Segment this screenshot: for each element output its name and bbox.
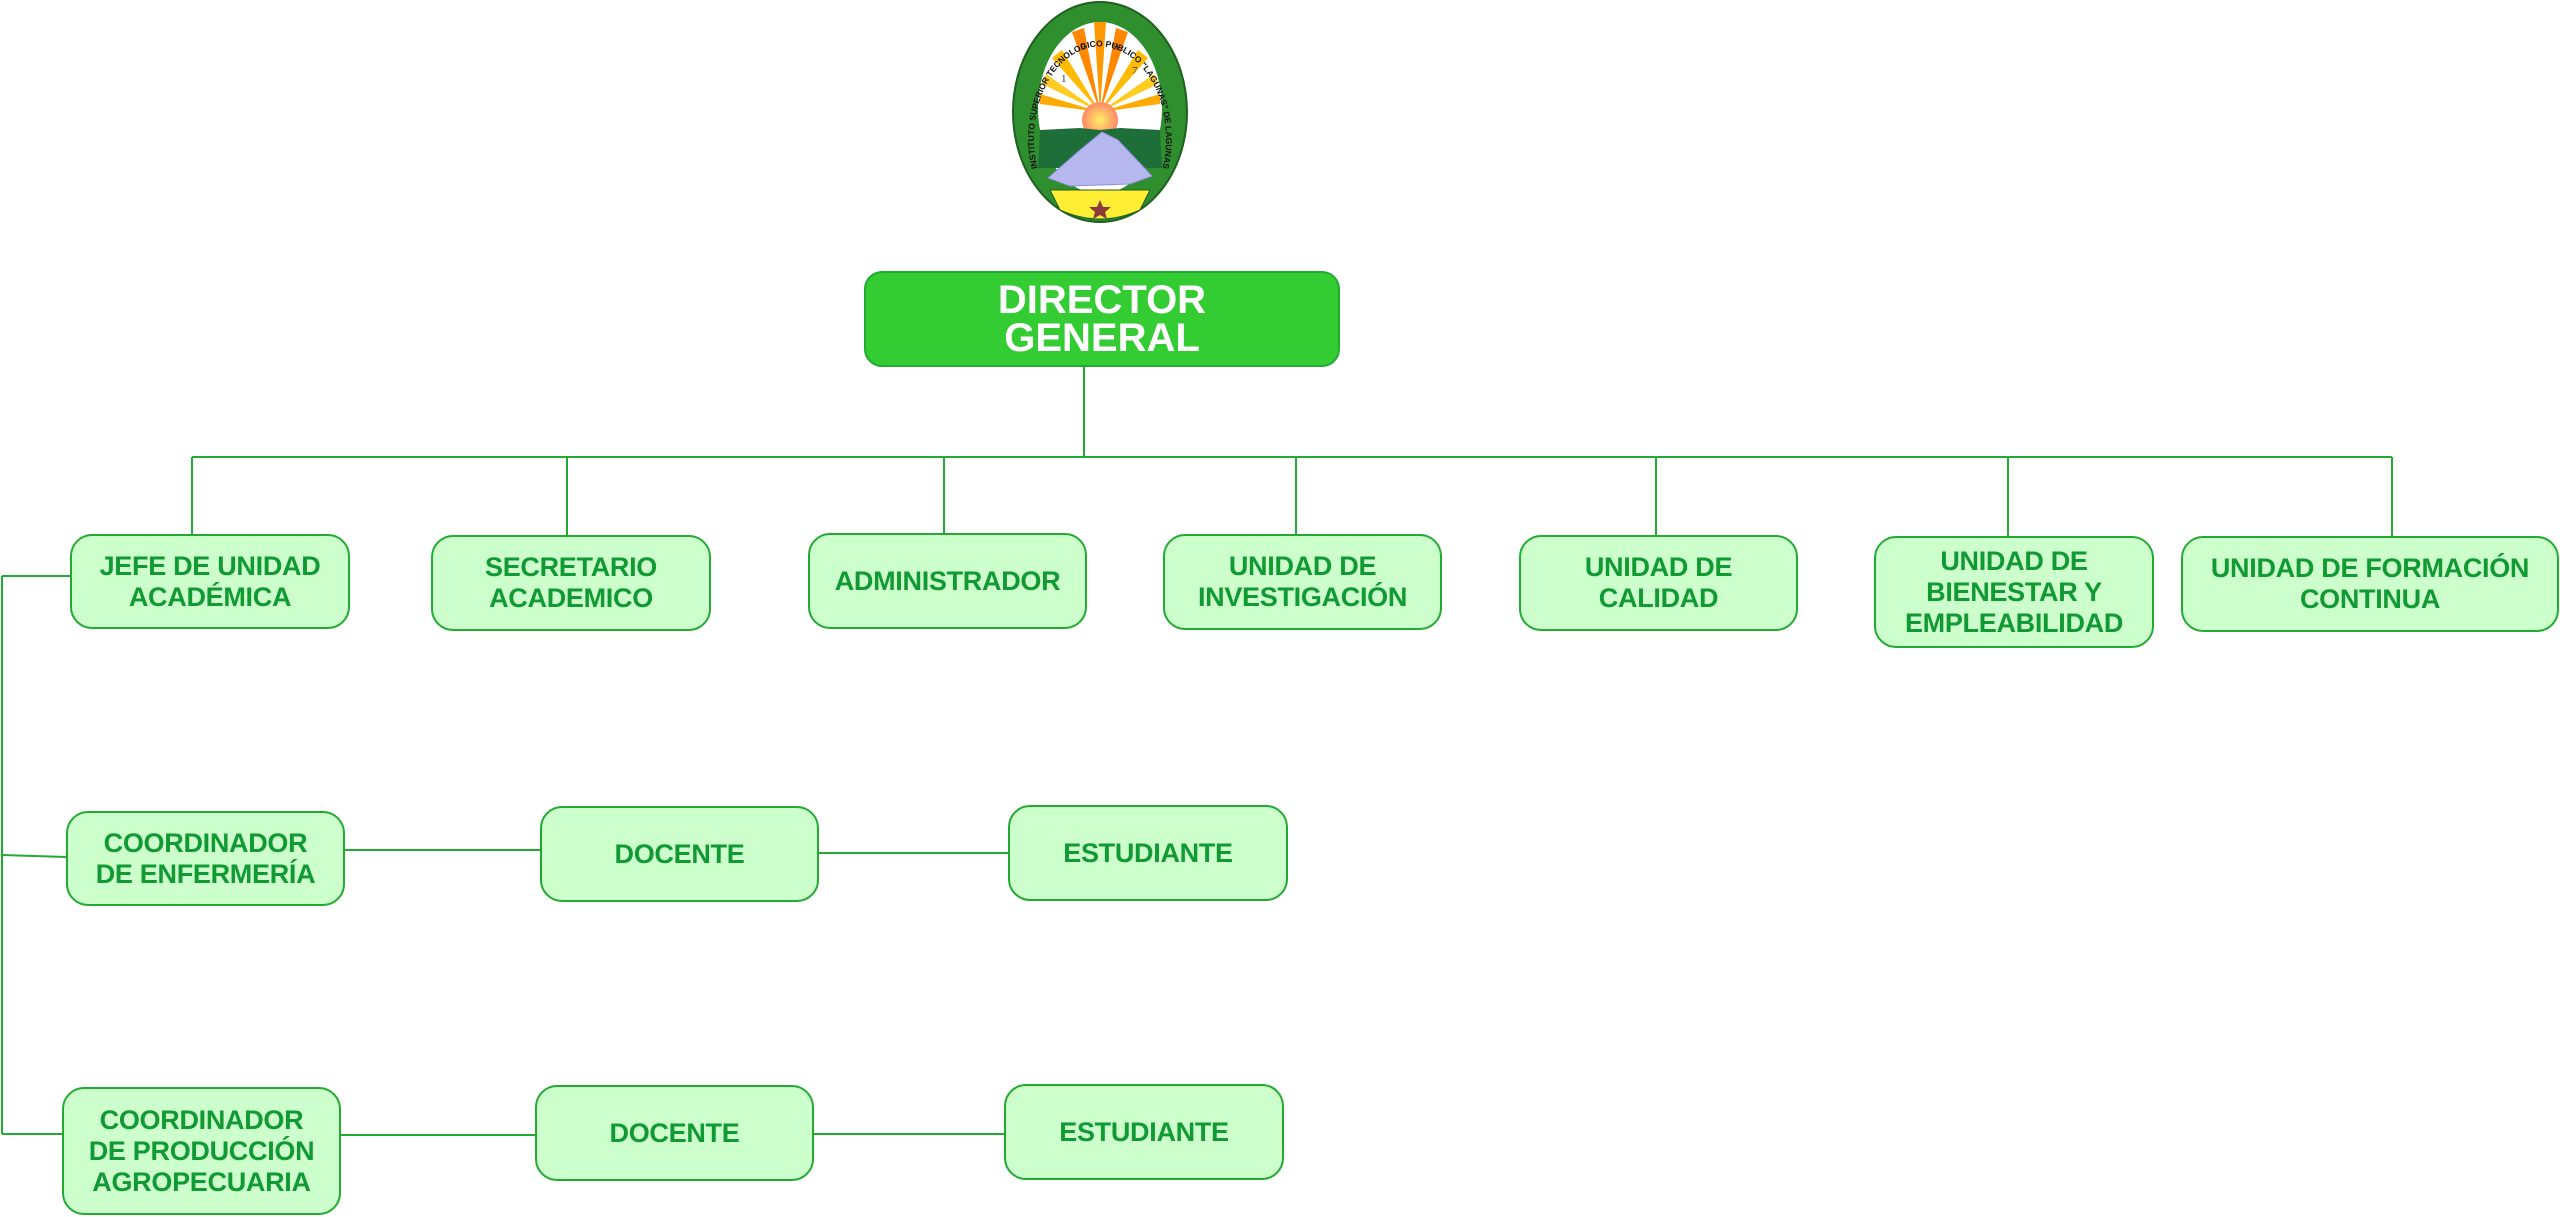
node-estudiante-produccion[interactable]: ESTUDIANTE — [1004, 1084, 1284, 1180]
sun-icon — [1082, 102, 1118, 138]
node-docente-produccion[interactable]: DOCENTE — [535, 1085, 814, 1181]
institution-seal-logo: 1 9 9 7 INSTITUTO SUPERIOR TECNOLOGICO P… — [1012, 1, 1188, 223]
svg-text:1: 1 — [1061, 73, 1067, 85]
sun-rays — [1040, 22, 1160, 112]
node-secretario-academico[interactable]: SECRETARIO ACADEMICO — [431, 535, 711, 631]
node-coordinador-produccion-agropecuaria[interactable]: COORDINADOR DE PRODUCCIÓN AGROPECUARIA — [62, 1087, 341, 1215]
svg-text:9: 9 — [1080, 41, 1086, 53]
node-unidad-bienestar-empleabilidad[interactable]: UNIDAD DE BIENESTAR Y EMPLEABILIDAD — [1874, 536, 2154, 648]
mountain-water — [1047, 131, 1153, 187]
node-jefe-unidad-academica[interactable]: JEFE DE UNIDAD ACADÉMICA — [70, 534, 350, 629]
node-estudiante-enfermeria[interactable]: ESTUDIANTE — [1008, 805, 1288, 901]
node-director-general[interactable]: DIRECTOR GENERAL — [864, 271, 1340, 367]
node-unidad-formacion-continua[interactable]: UNIDAD DE FORMACIÓN CONTINUA — [2181, 536, 2559, 632]
node-unidad-investigacion[interactable]: UNIDAD DE INVESTIGACIÓN — [1163, 534, 1442, 630]
connector-to-coord-enfermeria — [1, 854, 67, 858]
star-icon — [1089, 200, 1111, 219]
svg-text:7: 7 — [1132, 65, 1138, 77]
node-administrador[interactable]: ADMINISTRADOR — [808, 533, 1087, 629]
svg-text:9: 9 — [1113, 41, 1119, 53]
node-docente-enfermeria[interactable]: DOCENTE — [540, 806, 819, 902]
node-unidad-calidad[interactable]: UNIDAD DE CALIDAD — [1519, 535, 1798, 631]
node-coordinador-enfermeria[interactable]: COORDINADOR DE ENFERMERÍA — [66, 811, 345, 906]
